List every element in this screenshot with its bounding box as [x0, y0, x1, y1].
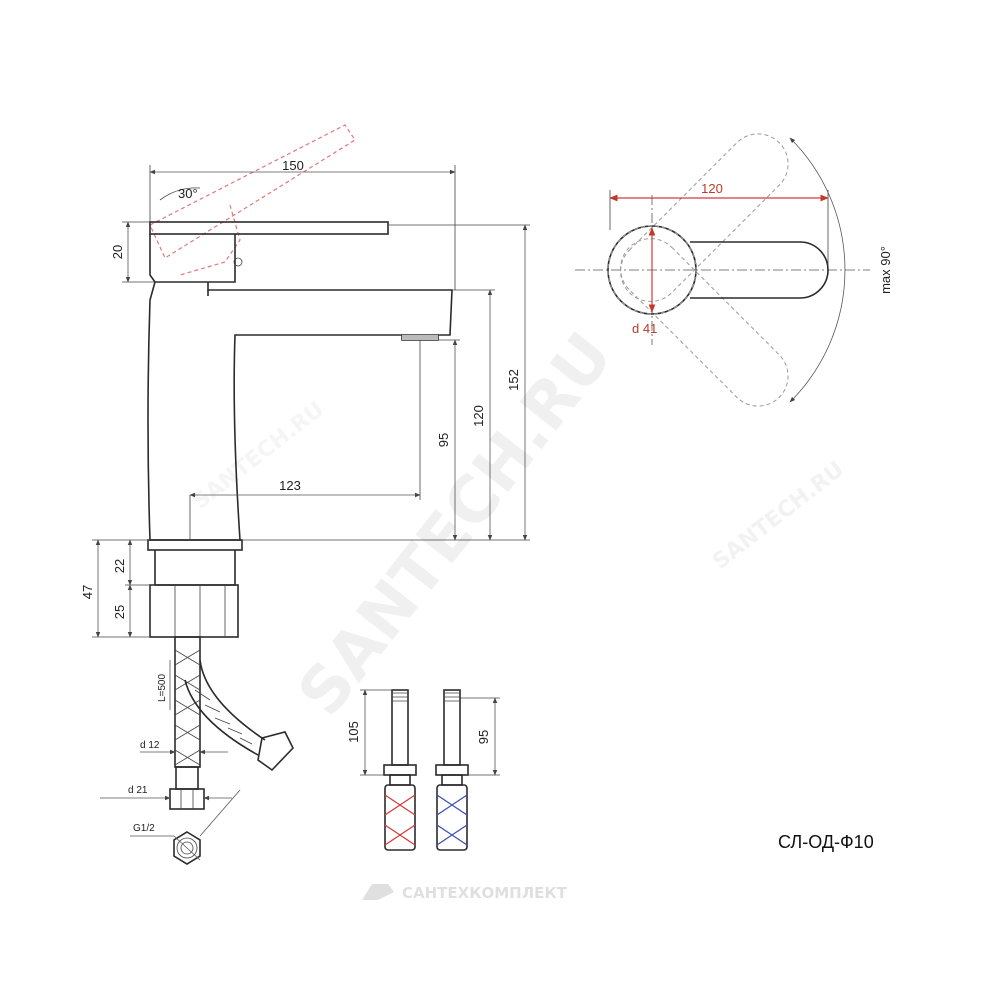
- top-handle: [690, 241, 829, 299]
- faucet-top-view: 120 d 41 max 90°: [575, 133, 893, 407]
- dim-ring-height: 22: [112, 559, 127, 573]
- dim-top-reach: 120: [701, 181, 723, 196]
- watermark-small: SANTECH.RU: [708, 457, 849, 575]
- flexible-hoses: L=500 d 12 d 21 G1/2: [100, 636, 294, 865]
- lever-handle: [149, 221, 389, 235]
- dim-top-diameter: d 41: [632, 321, 657, 336]
- dim-rotation: max 90°: [878, 246, 893, 294]
- dim-nut-height: 25: [112, 605, 127, 619]
- dim-thread: G1/2: [133, 823, 155, 834]
- dim-total-height: 152: [506, 369, 521, 391]
- dim-stud-left: 105: [346, 721, 361, 743]
- dim-lever-height: 20: [110, 245, 125, 259]
- dim-hose-large: d 21: [128, 785, 148, 796]
- dim-base-height: 47: [80, 585, 95, 599]
- lever-open-ghost: [149, 124, 356, 276]
- mounting-studs: 105 95: [346, 689, 500, 851]
- hose-length: L=500: [157, 674, 168, 703]
- brand-logo-icon: [362, 884, 394, 900]
- stud-right: [435, 689, 469, 851]
- dim-spout-clearance: 95: [436, 433, 451, 447]
- dim-body-height: 120: [471, 405, 486, 427]
- watermark-small-left: SANTECH.RU: [188, 397, 329, 515]
- base-ring: [147, 539, 243, 551]
- faucet-side-view: 30° 150 20 152 120 95 123: [80, 124, 530, 638]
- stud-left: [383, 689, 417, 851]
- dim-hose-small: d 12: [140, 740, 160, 751]
- watermark-main: SANTECH.RU: [284, 320, 627, 730]
- model-code: СЛ-ОД-Ф10: [778, 832, 874, 852]
- dim-angle: 30°: [178, 186, 198, 201]
- dim-spout-reach: 123: [279, 478, 301, 493]
- brand-watermark: САНТЕХКОМПЛЕКТ: [362, 884, 568, 902]
- dim-stud-right: 95: [476, 730, 491, 744]
- brand-watermark-text: САНТЕХКОМПЛЕКТ: [402, 884, 568, 902]
- dim-width: 150: [282, 158, 304, 173]
